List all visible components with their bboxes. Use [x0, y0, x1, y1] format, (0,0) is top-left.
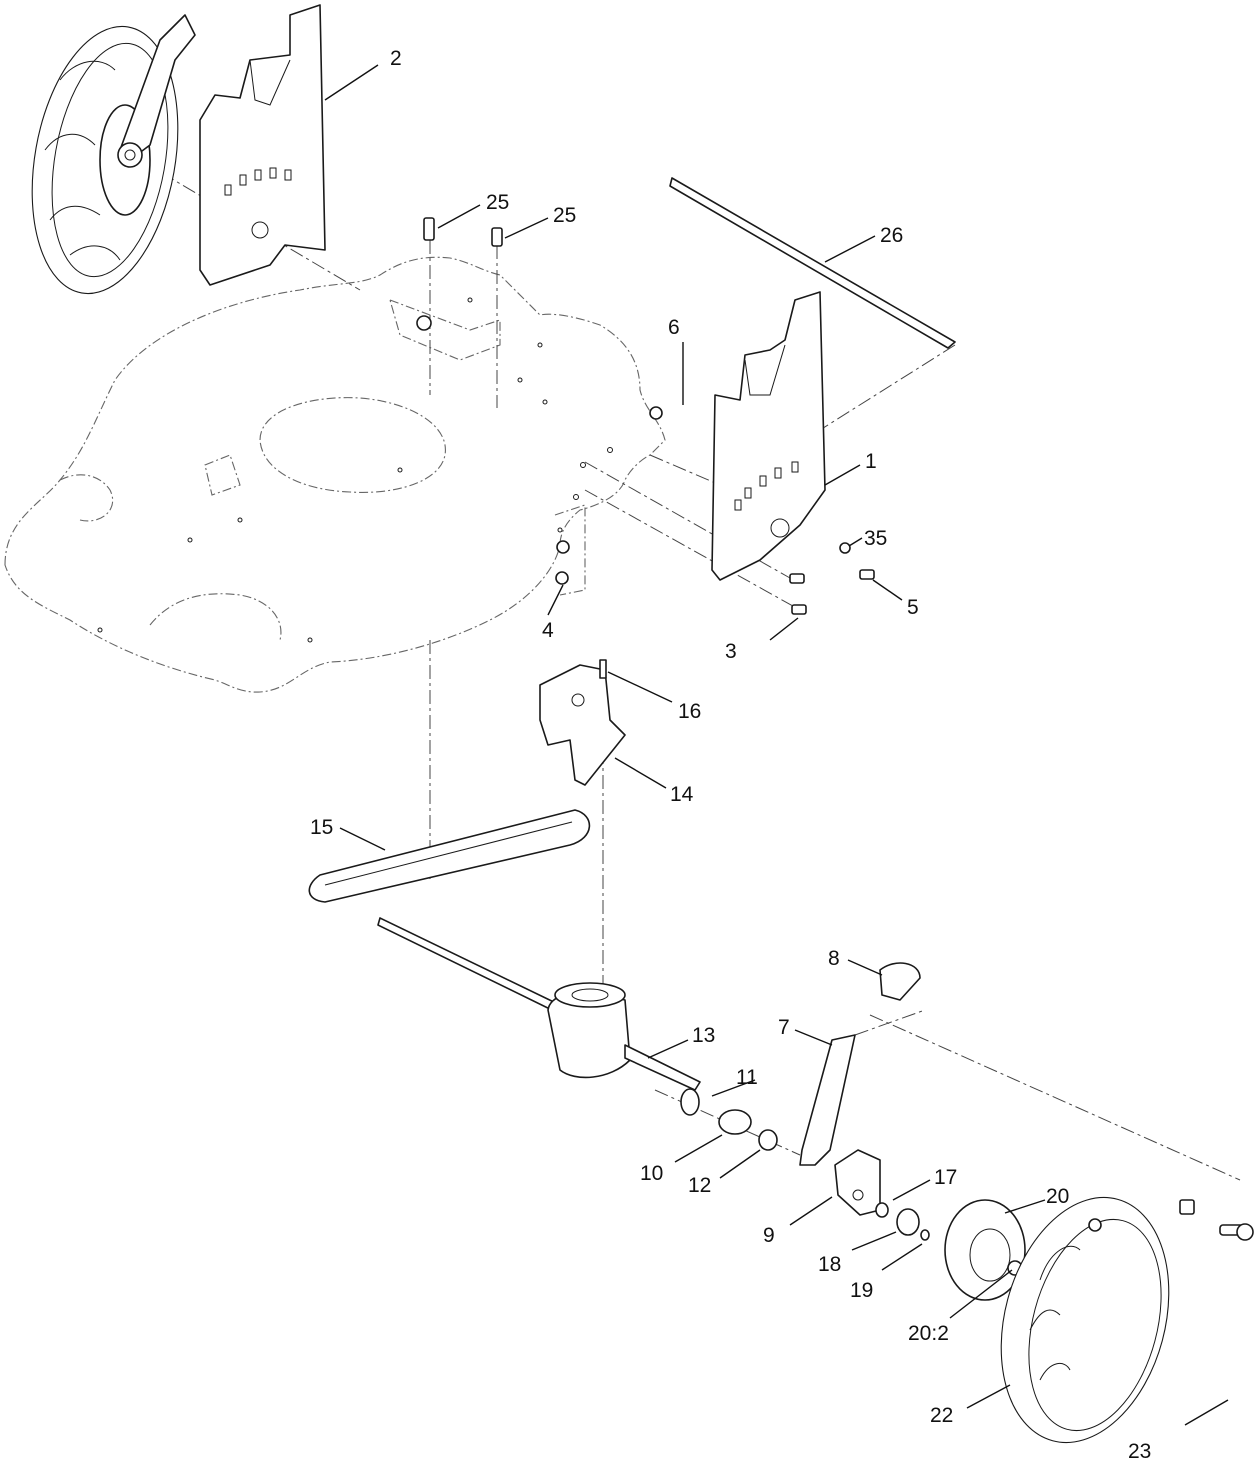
- callout-6: 6: [668, 316, 680, 339]
- mower-deck-ghost: [4, 256, 666, 693]
- callout-22: 22: [930, 1404, 953, 1427]
- fasteners: [555, 406, 875, 615]
- callout-12: 12: [688, 1174, 711, 1197]
- part-7-8-9-lever: [799, 962, 921, 1216]
- callout-14: 14: [670, 783, 694, 806]
- wheel-gear-parts: [875, 1199, 1026, 1301]
- part-2-left-height-adjust-assembly: [31, 4, 326, 295]
- part-15-belt: [308, 809, 591, 903]
- assembly-centerlines: [139, 159, 1241, 1181]
- callout-20-2: 20:2: [908, 1322, 949, 1345]
- callout-26: 26: [880, 224, 903, 247]
- part-14-bracket: [539, 659, 626, 786]
- callout-4: 4: [542, 619, 554, 642]
- part-23-bolt: [1179, 1199, 1254, 1241]
- callout-19: 19: [850, 1279, 873, 1302]
- callout-20: 20: [1046, 1185, 1069, 1208]
- callout-25a: 25: [486, 191, 509, 214]
- callout-10: 10: [640, 1162, 663, 1185]
- callout-18: 18: [818, 1253, 841, 1276]
- deck-holes: [97, 297, 613, 643]
- callout-25b: 25: [553, 204, 576, 227]
- leader-lines: [324, 64, 1229, 1426]
- bushings: [680, 1088, 778, 1151]
- callout-23: 23: [1128, 1440, 1151, 1463]
- callout-35: 35: [864, 527, 887, 550]
- callout-labels: 1 2 3 4 5 6 7 8 9 10 11 12 13 14 15 16 1…: [310, 47, 1151, 1463]
- callout-1: 1: [865, 450, 877, 473]
- callout-16: 16: [678, 700, 701, 723]
- callout-13: 13: [692, 1024, 715, 1047]
- part-25-bolts: [416, 217, 503, 331]
- callout-8: 8: [828, 947, 840, 970]
- part-13-axle-gearbox: [377, 917, 701, 1091]
- callout-2: 2: [390, 47, 402, 70]
- callout-5: 5: [907, 596, 919, 619]
- callout-15: 15: [310, 816, 333, 839]
- part-22-right-wheel: [1000, 1196, 1170, 1444]
- part-1-right-height-plate: [711, 291, 826, 581]
- part-26-rod: [669, 177, 956, 349]
- callout-11: 11: [736, 1066, 758, 1089]
- callout-9: 9: [763, 1224, 775, 1247]
- callout-17: 17: [934, 1166, 957, 1189]
- callout-7: 7: [778, 1016, 790, 1039]
- callout-3: 3: [725, 640, 737, 663]
